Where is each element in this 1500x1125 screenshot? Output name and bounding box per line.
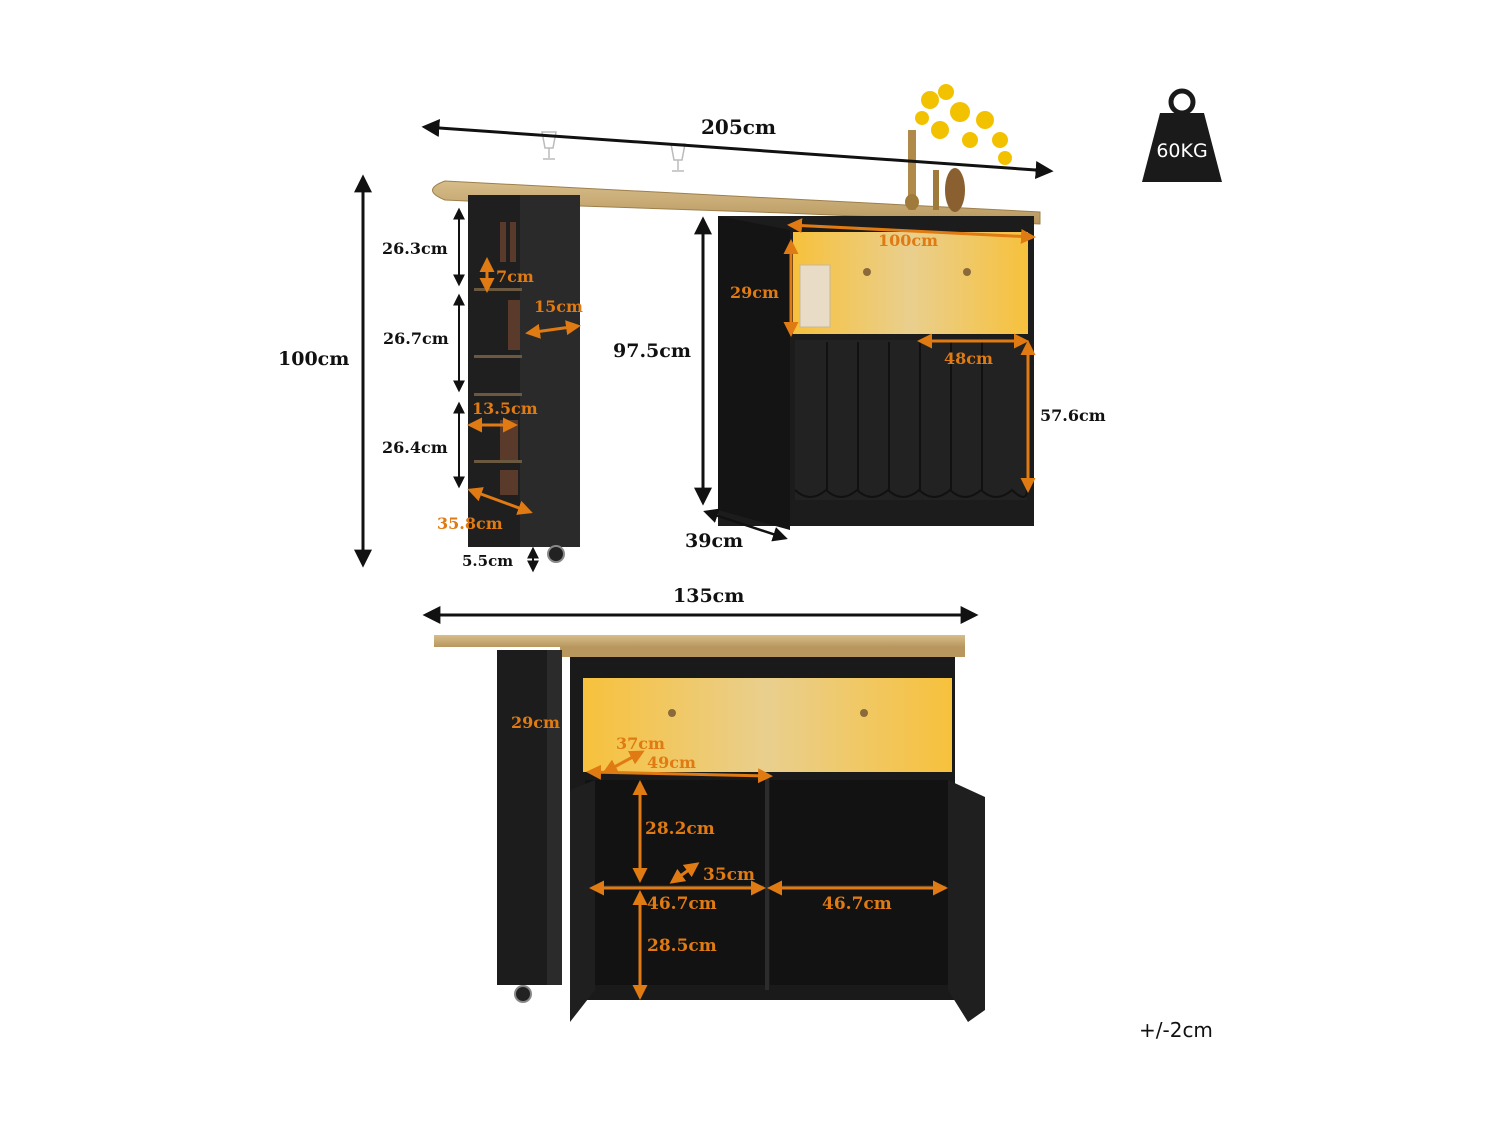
side-width-label: 35.8cm <box>437 514 503 533</box>
cabinet-width-label: 100cm <box>878 231 938 250</box>
left-door-open <box>570 780 595 1022</box>
shelf-2-label: 26.7cm <box>383 329 449 348</box>
cabinet-depth-label: 39cm <box>685 530 743 552</box>
display-height-label: 29cm <box>730 283 779 302</box>
cabinet-height-label: 97.5cm <box>613 340 691 362</box>
shelf-depth-label: 35cm <box>703 865 755 885</box>
total-height-label: 100cm <box>278 348 349 370</box>
flower-vase-decor <box>905 84 1012 212</box>
shelf-1-label: 26.3cm <box>382 239 448 258</box>
fluted-doors <box>795 340 1027 500</box>
tolerance-note: +/-2cm <box>1139 1018 1213 1042</box>
bottom-length-label: 135cm <box>673 585 744 607</box>
display-width-label: 49cm <box>647 753 696 772</box>
tabletop-front <box>434 635 965 647</box>
caster-wheel-front <box>514 985 532 1003</box>
upper-height-label: 28.2cm <box>645 819 715 839</box>
door-width-label: 48cm <box>944 349 993 368</box>
right-door-open <box>948 780 985 1022</box>
side-inner-label: 13.5cm <box>472 399 538 418</box>
door-height-label: 57.6cm <box>1040 406 1106 425</box>
bottom-display-height-label: 29cm <box>511 713 560 732</box>
shelf-3-label: 26.4cm <box>382 438 448 457</box>
weight-icon <box>1142 88 1222 182</box>
display-depth-label: 37cm <box>616 734 665 753</box>
left-width-label: 46.7cm <box>647 894 717 914</box>
weight-label: 60KG <box>1156 140 1207 162</box>
caster-wheel <box>547 545 565 563</box>
caster-height-label: 5.5cm <box>462 552 513 570</box>
top-product-view <box>432 84 1041 563</box>
led-display-front <box>583 678 952 772</box>
total-length-label: 205cm <box>701 115 776 139</box>
bottom-product-view <box>434 635 985 1022</box>
right-width-label: 46.7cm <box>822 894 892 914</box>
lower-height-label: 28.5cm <box>647 936 717 956</box>
led-display-compartment <box>793 232 1028 334</box>
side-depth-label: 15cm <box>534 297 583 316</box>
wine-slot-label: 7cm <box>496 267 534 286</box>
